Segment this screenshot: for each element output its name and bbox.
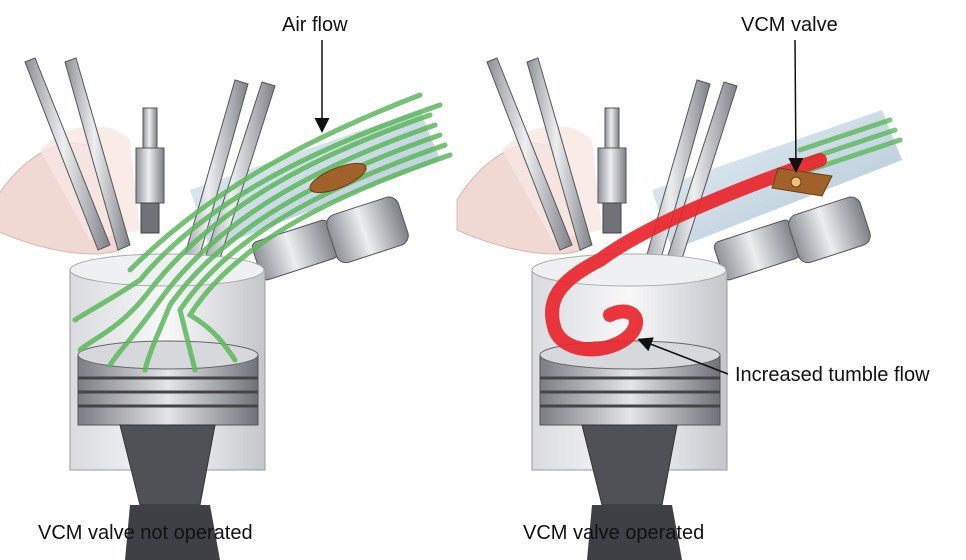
tumble-flow-label: Increased tumble flow bbox=[735, 364, 930, 386]
vcm-valve-pointer bbox=[788, 39, 804, 173]
caption-not-operated: VCM valve not operated bbox=[38, 522, 253, 544]
vcm-valve-closed bbox=[309, 162, 367, 194]
tumble-pointer bbox=[637, 337, 729, 375]
engine-right bbox=[455, 56, 904, 560]
engine-left bbox=[0, 56, 453, 560]
caption-operated: VCM valve operated bbox=[523, 522, 705, 544]
air-flow-streams bbox=[72, 92, 453, 373]
vcm-valve-open bbox=[771, 167, 833, 197]
vcm-valve-label: VCM valve bbox=[741, 14, 838, 36]
air-flow-label: Air flow bbox=[282, 14, 348, 36]
tumble-flow bbox=[545, 153, 827, 357]
